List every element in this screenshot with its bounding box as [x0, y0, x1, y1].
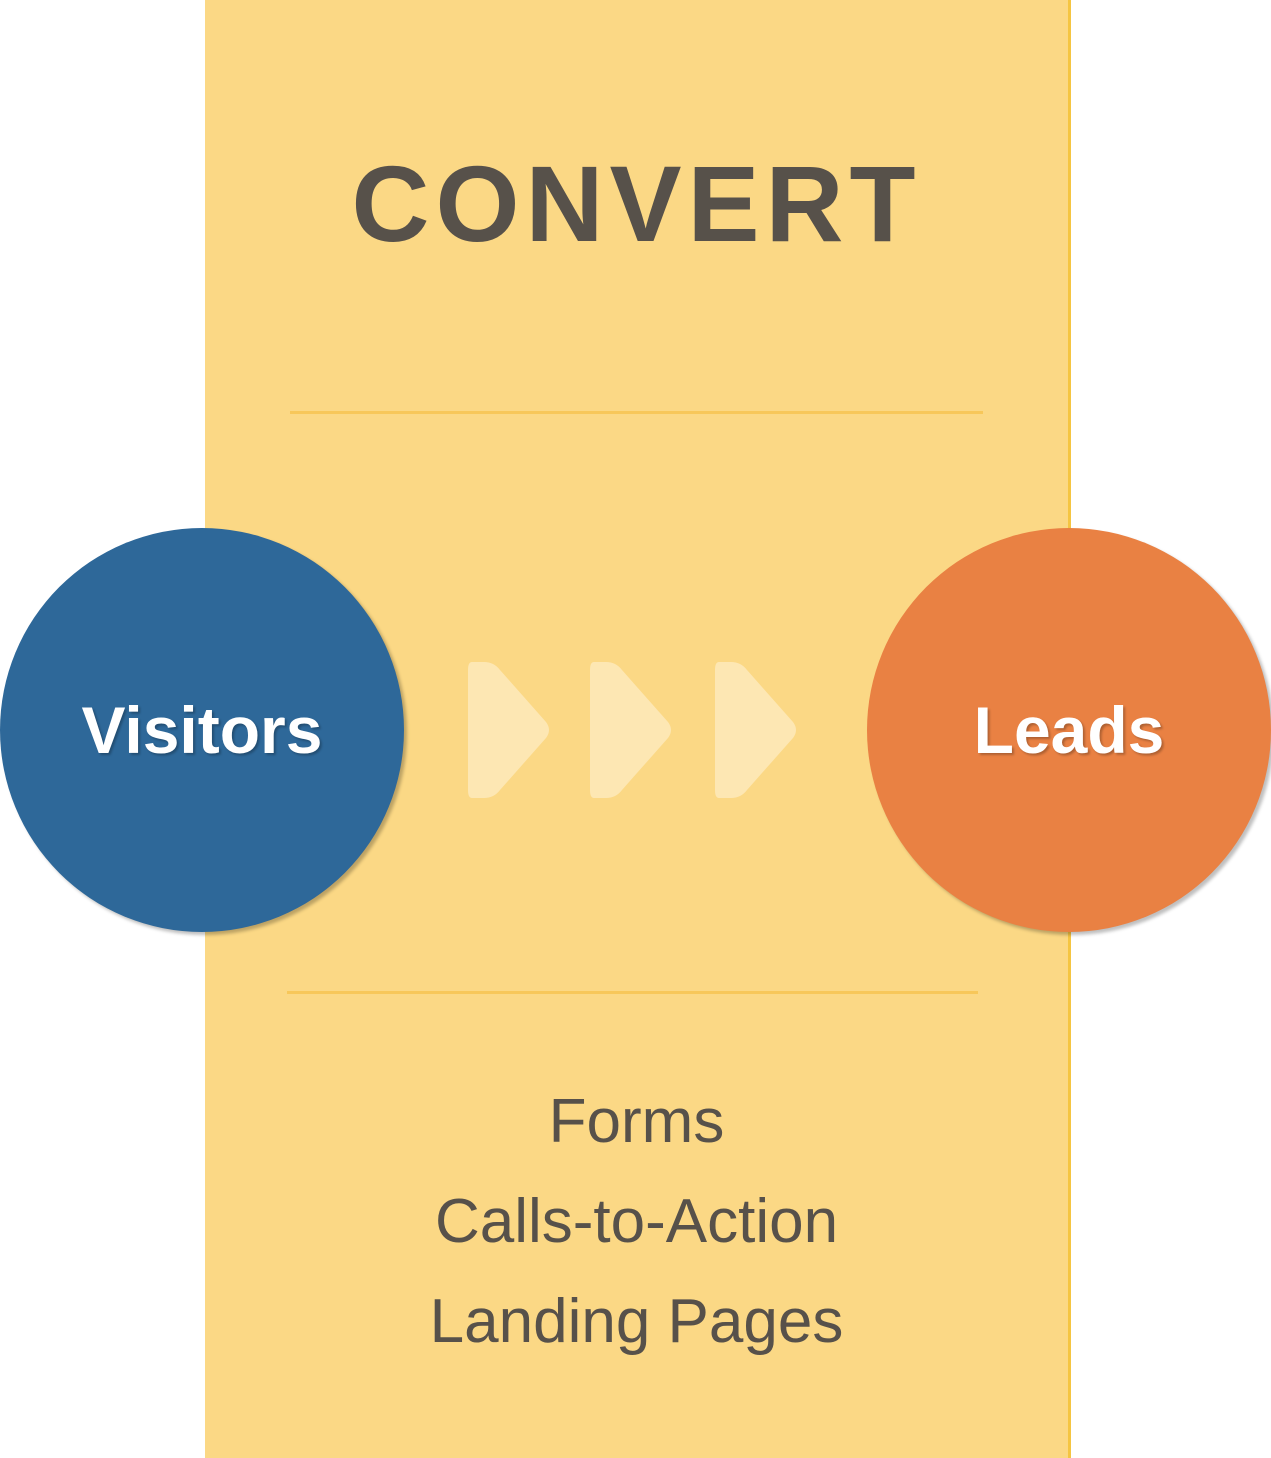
visitors-label: Visitors [81, 693, 323, 767]
panel-title: CONVERT [351, 143, 922, 264]
chevron-right-icon [590, 662, 671, 798]
tools-list: Forms Calls-to-Action Landing Pages [205, 1072, 1068, 1372]
tool-landing-pages: Landing Pages [429, 1287, 844, 1356]
divider-bottom [287, 991, 978, 994]
visitors-circle: Visitors [0, 528, 404, 932]
divider-top [290, 411, 983, 414]
progress-arrows [468, 662, 796, 798]
chevron-right-icon [468, 662, 549, 798]
leads-label: Leads [973, 693, 1165, 767]
leads-circle: Leads [867, 528, 1271, 932]
chevron-right-icon [715, 662, 796, 798]
tool-forms: Forms [548, 1087, 725, 1156]
tool-calls-to-action: Calls-to-Action [434, 1187, 839, 1256]
